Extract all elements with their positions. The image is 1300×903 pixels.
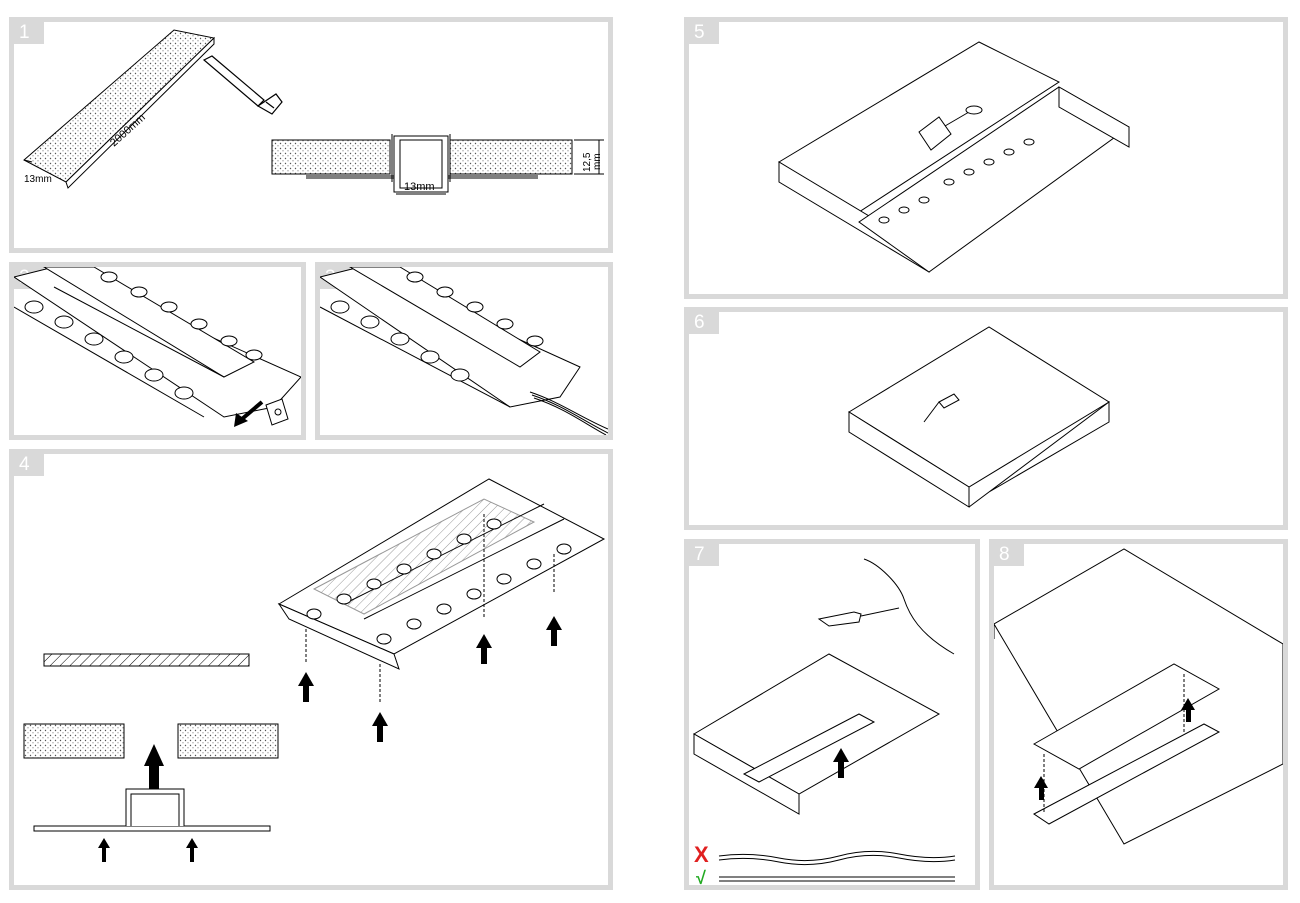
ceiling-block-5 xyxy=(778,41,1130,273)
step-1-panel: 1 13mm 2000mm xyxy=(9,17,613,253)
paint-roller-icon xyxy=(923,393,960,423)
step-6-number: 6 xyxy=(689,312,719,334)
led-strip-profile xyxy=(742,713,876,783)
strip-straight xyxy=(719,876,955,882)
step-1-number: 1 xyxy=(14,22,44,44)
step-4-panel: 4 xyxy=(9,449,613,890)
perforation-holes xyxy=(306,518,572,645)
plaster-trowel-icon xyxy=(918,105,983,151)
inner-width-label: 13mm xyxy=(404,181,435,193)
step-4-illustration xyxy=(23,478,606,862)
strip-width-label: 13mm xyxy=(24,174,52,185)
step-3-illustration xyxy=(320,267,608,435)
step-5-illustration xyxy=(778,41,1130,273)
profile-section-4 xyxy=(33,788,271,832)
end-cap xyxy=(265,398,289,426)
wrong-mark: X xyxy=(694,842,709,867)
step-7-number: 7 xyxy=(689,544,719,566)
recessed-profile xyxy=(1032,663,1221,825)
step-8-panel: 8 xyxy=(989,539,1288,890)
insert-arrow-icon xyxy=(234,400,264,427)
board-hatched xyxy=(43,653,250,667)
step-2-panel: 2 xyxy=(9,262,306,440)
lift-arrow-icon xyxy=(144,744,164,792)
depth-value-label: 12,5 xyxy=(582,152,593,172)
step-2-illustration xyxy=(14,267,301,427)
step-5-panel: 5 xyxy=(684,17,1288,299)
screw-guides xyxy=(305,514,555,702)
step-1-illustration: 13mm 2000mm 13mm 12,5 mm xyxy=(23,29,604,195)
profile-cross-section xyxy=(271,134,604,195)
knife-icon xyxy=(202,55,283,115)
right-mark: √ xyxy=(696,868,706,888)
perforated-flange xyxy=(878,138,1035,224)
step-6-illustration xyxy=(848,326,1110,508)
step-7-illustration xyxy=(693,558,956,882)
push-arrows-icon xyxy=(1034,698,1195,800)
strip-wavy xyxy=(718,850,956,866)
perforation-holes xyxy=(24,271,263,400)
step-8-illustration xyxy=(994,548,1283,845)
depth-unit-label: mm xyxy=(592,153,603,170)
step-3-panel: 3 xyxy=(315,262,613,440)
profile-perforated xyxy=(14,267,301,418)
ceiling-block-7 xyxy=(693,653,941,815)
board-right xyxy=(177,723,279,759)
step-7-panel: 7 X √ xyxy=(684,539,980,890)
step-6-panel: 6 xyxy=(684,307,1288,530)
soldering-iron-icon xyxy=(817,558,955,655)
plasterboard-strip xyxy=(23,29,216,189)
push-arrows-icon xyxy=(98,838,198,862)
step-8-number: 8 xyxy=(994,544,1024,566)
screw-arrows-icon xyxy=(298,616,562,742)
ceiling-block-6 xyxy=(848,326,1110,508)
step-4-number: 4 xyxy=(14,454,44,476)
insert-arrow-icon xyxy=(833,748,849,778)
perforation-holes xyxy=(330,271,544,382)
board-left xyxy=(23,723,125,759)
step-5-number: 5 xyxy=(689,22,719,44)
profile-with-cable xyxy=(320,267,581,408)
cable xyxy=(529,391,608,435)
